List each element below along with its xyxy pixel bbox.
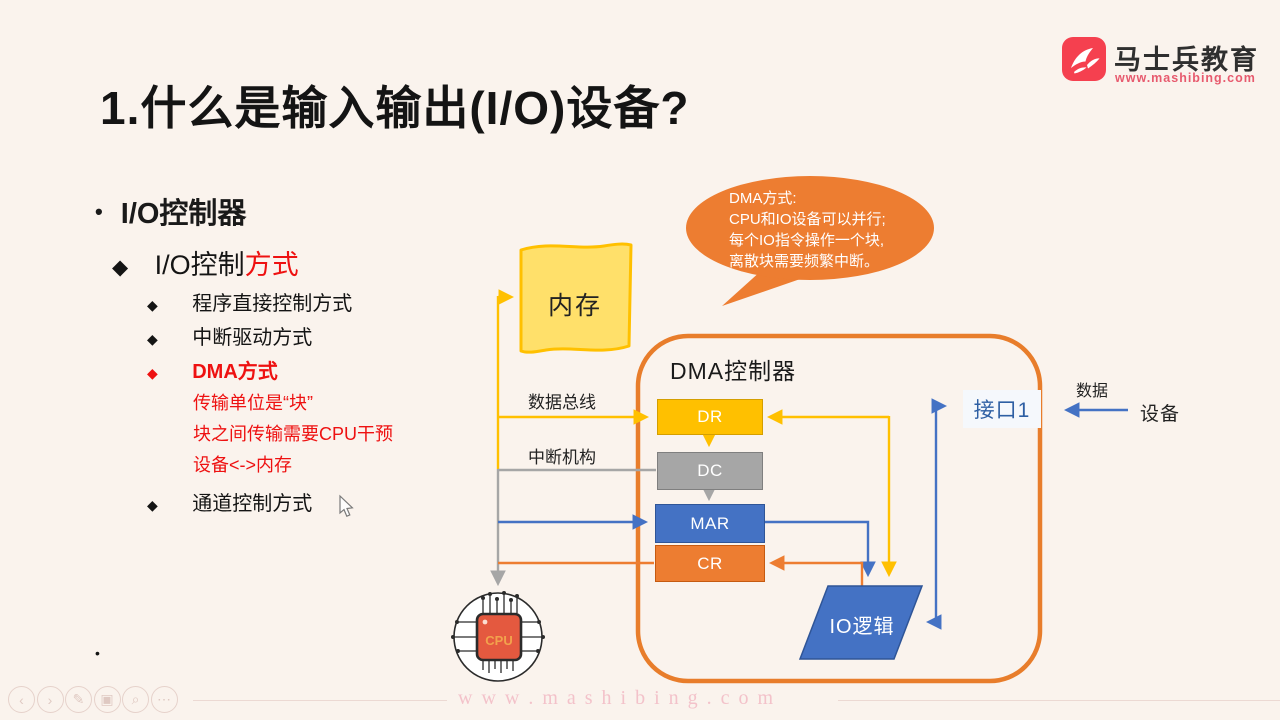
data-bus-lines	[496, 289, 897, 578]
data-arrow-label: 数据	[1076, 383, 1109, 400]
diamond-bullet-red: ◆	[147, 365, 158, 381]
pen-tool-button[interactable]: ✎	[65, 686, 92, 713]
outline-heading-row: • I/O控制器	[95, 190, 246, 232]
magnifier-button[interactable]: ⌕	[122, 686, 149, 713]
watermark-rule-left	[193, 700, 447, 701]
register-dc: DC	[657, 452, 763, 490]
callout-line-1: DMA方式:	[729, 190, 797, 207]
register-mar: MAR	[655, 504, 765, 543]
callout-bubble-shape	[686, 176, 934, 306]
callout-line-3: 每个IO指令操作一个块,	[729, 232, 885, 249]
cpu-icon: CPU	[451, 591, 545, 682]
memory-flag-shape	[519, 242, 633, 354]
register-dr: DR	[657, 399, 763, 435]
port-1-box: 接口1	[963, 390, 1041, 428]
callout-line-4: 离散块需要频繁中断。	[729, 253, 880, 270]
dma-controller-border	[635, 333, 1043, 684]
memory-label: 内存	[548, 292, 603, 320]
dma-controller-title: DMA控制器	[670, 358, 797, 384]
outline-item-label: 通道控制方式	[192, 493, 313, 515]
brand-horse-icon	[1062, 37, 1106, 81]
outline-item-interrupt: ◆ 中断驱动方式	[147, 321, 312, 350]
address-lines	[498, 398, 1128, 630]
outline-item-channel: ◆ 通道控制方式	[147, 487, 312, 516]
subheading-black: I/O控制	[154, 250, 245, 280]
subheading-red: 方式	[244, 250, 299, 280]
diamond-bullet: ◆	[147, 331, 158, 347]
dma-note-2: 块之间传输需要CPU干预	[193, 424, 394, 444]
page-title: 1.什么是输入输出(I/O)设备?	[100, 82, 690, 134]
more-options-button[interactable]: ⋯	[150, 686, 178, 713]
outline-item-program: ◆ 程序直接控制方式	[147, 287, 352, 316]
register-cr: CR	[655, 545, 765, 582]
data-bus-label: 数据总线	[528, 393, 596, 412]
watermark-text: w w w . m a s h i b i n g . c o m	[458, 687, 776, 709]
diamond-bullet: ◆	[112, 256, 129, 279]
dma-note-1: 传输单位是“块”	[193, 393, 313, 413]
callout-text: DMA方式: CPU和IO设备可以并行; 每个IO指令操作一个块, 离散块需要频…	[729, 188, 929, 272]
next-slide-button[interactable]: ›	[36, 686, 64, 713]
brand-site: www.mashibing.com	[1115, 71, 1256, 85]
outline-item-label: DMA方式	[192, 361, 278, 383]
dma-note-3: 设备<->内存	[193, 455, 293, 475]
io-logic-label: IO逻辑	[829, 616, 895, 638]
outline-heading: I/O控制器	[120, 198, 247, 230]
outline-item-dma: ◆ DMA方式	[147, 355, 278, 384]
control-lines	[498, 555, 864, 586]
dot-bullet: •	[95, 199, 103, 224]
stray-bullet: •	[95, 645, 100, 661]
outline-subheading-row: ◆ I/O控制方式	[112, 243, 299, 282]
diamond-bullet: ◆	[147, 497, 158, 513]
outline-item-label: 程序直接控制方式	[192, 293, 353, 315]
player-controls: ‹ › ✎ ▣ ⌕ ⋯	[8, 686, 178, 713]
device-label: 设备	[1140, 404, 1181, 425]
prev-slide-button[interactable]: ‹	[8, 686, 35, 713]
brand-name: 马士兵教育	[1114, 45, 1259, 75]
callout-line-2: CPU和IO设备可以并行;	[729, 211, 886, 228]
mouse-cursor	[339, 494, 354, 517]
cpu-chip-label: CPU	[485, 633, 512, 648]
diamond-bullet: ◆	[147, 297, 158, 313]
outline-item-label: 中断驱动方式	[192, 327, 313, 349]
interrupt-label: 中断机构	[528, 448, 596, 467]
watermark-rule-right	[838, 700, 1280, 701]
io-logic-shape	[798, 585, 924, 660]
slides-view-button[interactable]: ▣	[93, 686, 121, 713]
